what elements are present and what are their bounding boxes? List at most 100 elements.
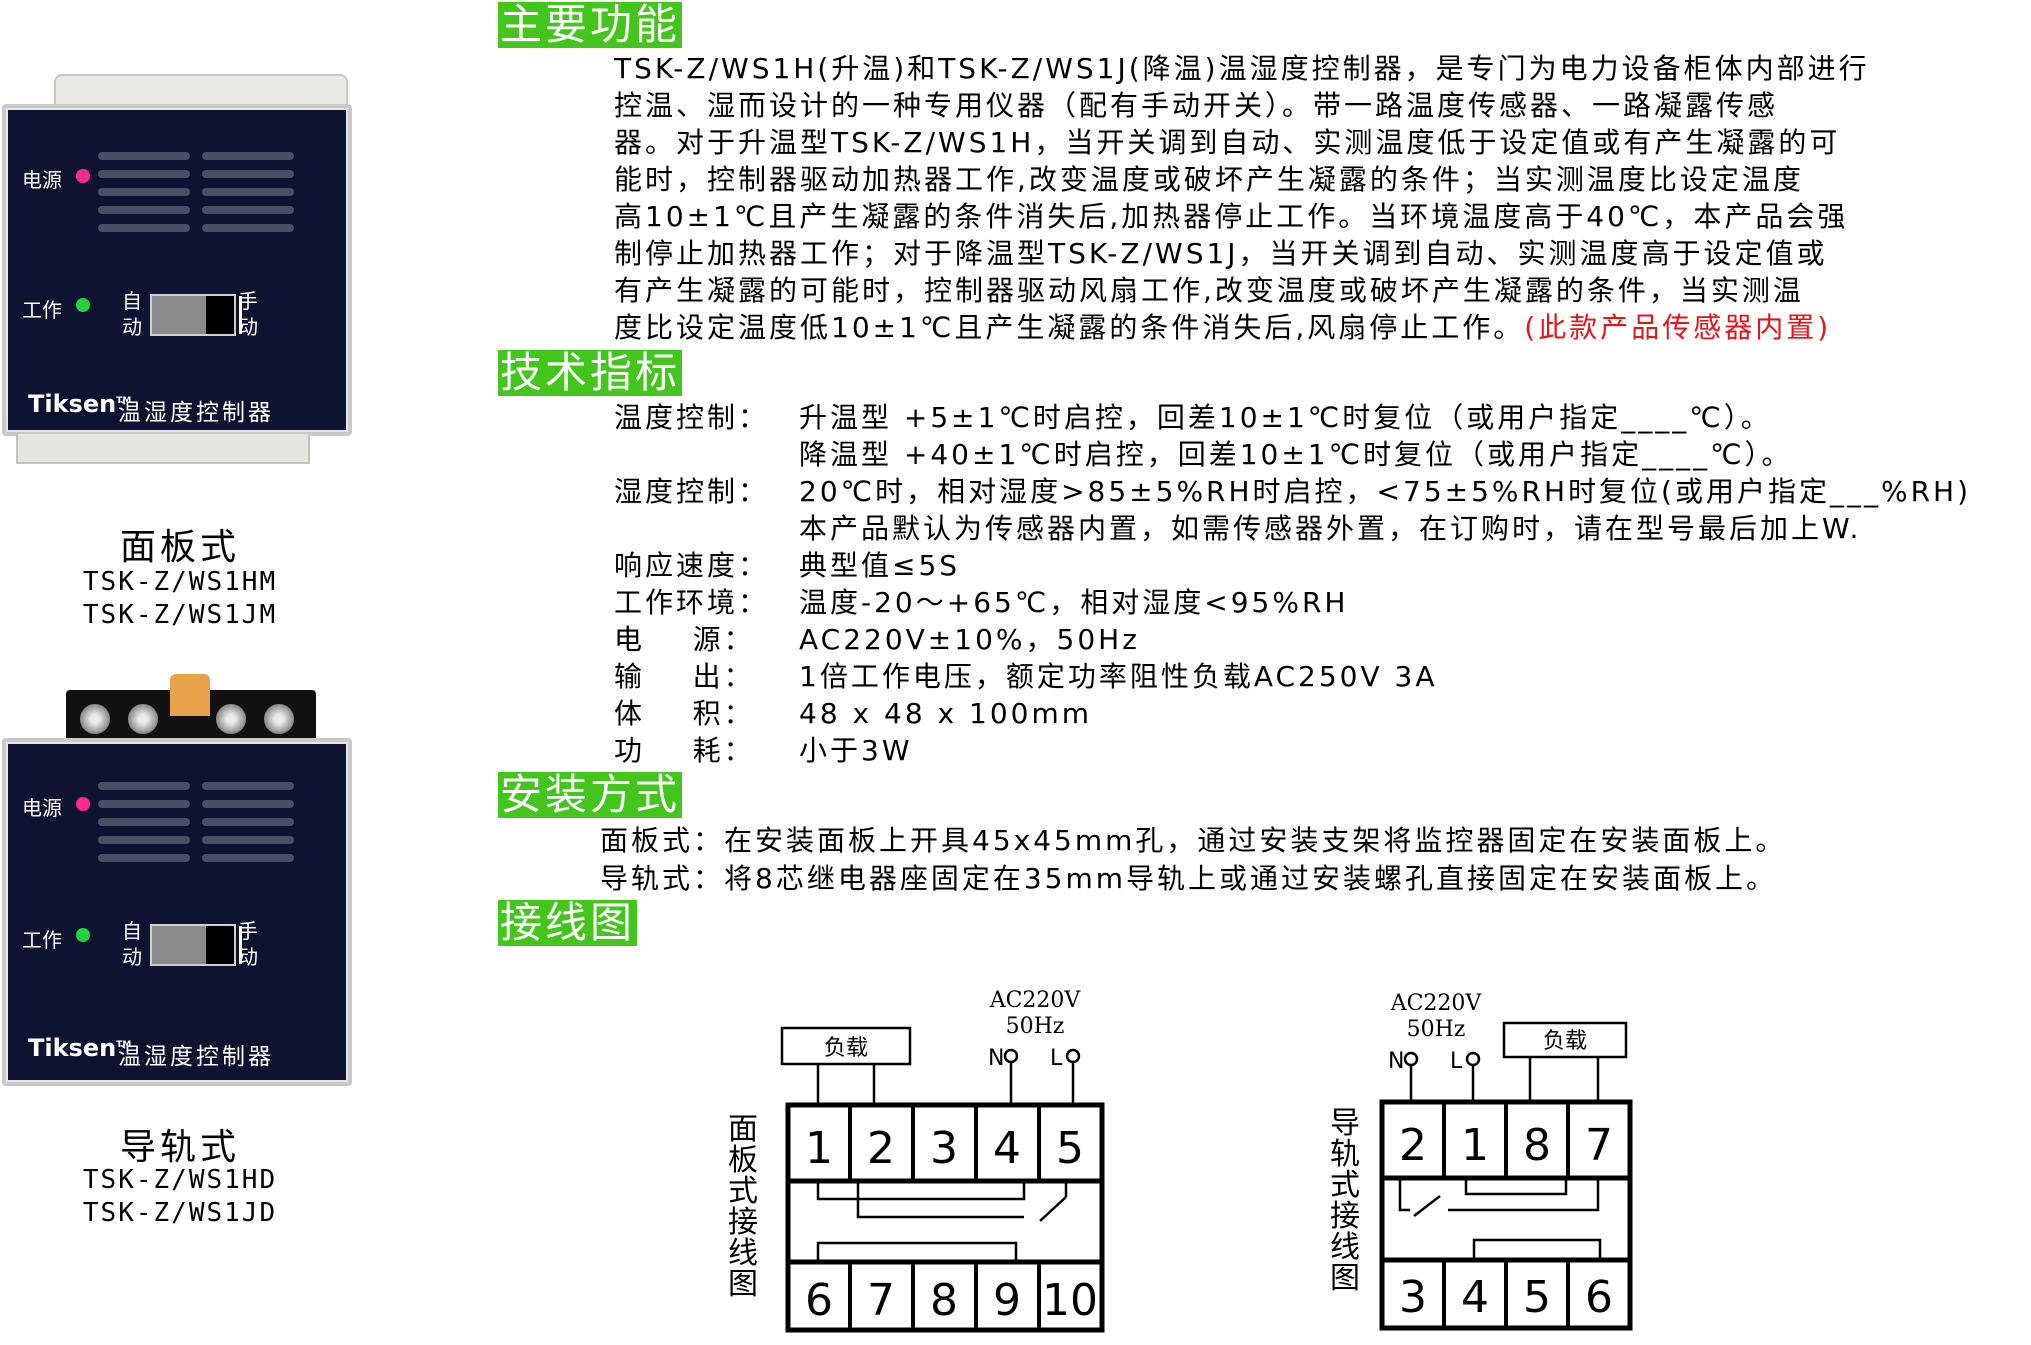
- relay-contact-line: [816, 1241, 1018, 1262]
- vent-grill-icon: [202, 224, 294, 232]
- vent-grill-icon: [202, 818, 294, 826]
- work-led-icon: [76, 928, 90, 942]
- vent-grill-icon: [98, 836, 190, 844]
- vent-grill-icon: [202, 836, 294, 844]
- spec-row: 体 积：48 x 48 x 100mm: [614, 697, 1092, 730]
- power-led-icon: [76, 169, 90, 183]
- install-line: 导轨式：将8芯继电器座固定在35mm导轨上或通过安装螺孔直接固定在安装面板上。: [600, 862, 1777, 895]
- terminal-number: 7: [1585, 1120, 1613, 1171]
- relay-contact-line: [856, 1181, 1024, 1219]
- text-line: 有产生凝露的可能时，控制器驱动风扇工作,改变温度或破坏产生凝露的条件，当实测温: [614, 274, 1804, 307]
- text-line: 器。对于升温型TSK-Z/WS1H，当开关调到自动、实测温度低于设定值或有产生凝…: [614, 126, 1841, 159]
- text-line: 制停止加热器工作；对于降温型TSK-Z/WS1J，当开关调到自动、实测温度高于设…: [614, 237, 1828, 270]
- terminal-number: 5: [1056, 1123, 1084, 1174]
- install-line: 面板式：在安装面板上开具45x45mm孔，通过安装支架将监控器固定在安装面板上。: [600, 824, 1787, 857]
- vent-grill-icon: [98, 152, 190, 160]
- vent-grill-icon: [202, 188, 294, 196]
- relay-contact-line: [1398, 1178, 1410, 1212]
- neutral-terminal-icon: [1403, 1051, 1419, 1067]
- switch-knob-icon: [206, 926, 234, 964]
- device-front-panel: 电源 工作 自动 手动 TiksenTM 温湿度控制器: [2, 104, 352, 436]
- supply-label: 50Hz: [1006, 1014, 1065, 1039]
- vent-grill-icon: [98, 206, 190, 214]
- manual-label: 手动: [238, 919, 258, 969]
- terminal-number: 8: [930, 1275, 958, 1326]
- text-line: 能时，控制器驱动加热器工作,改变温度或破坏产生凝露的条件；当实测温度比设定温度: [614, 163, 1804, 196]
- rail-type-device: 电源 工作 自动 手动 TiksenTM 温湿度控制器: [2, 674, 352, 1096]
- vent-grill-icon: [202, 170, 294, 178]
- neutral-terminal-icon: [1003, 1048, 1019, 1064]
- vent-grill-icon: [98, 854, 190, 862]
- vent-grill-icon: [98, 224, 190, 232]
- vent-grill-icon: [98, 188, 190, 196]
- vent-grill-icon: [98, 818, 190, 826]
- brand-logo: TiksenTM: [28, 1034, 132, 1062]
- terminal-number: 3: [930, 1123, 958, 1174]
- live-terminal-icon: [1065, 1048, 1081, 1064]
- text-line: 高10±1℃且产生凝露的条件消失后,加热器停止工作。当环境温度高于40℃，本产品…: [614, 200, 1849, 233]
- load-label: 负载: [1543, 1029, 1587, 1054]
- spec-row: 输 出：1倍工作电压，额定功率阻性负载AC250V 3A: [614, 660, 1438, 693]
- vent-grill-icon: [202, 782, 294, 790]
- rail-wiring-diagram: AC220V 50Hz N L 负载 2 1 8 7 3 4 5 6: [1379, 991, 1633, 1331]
- screw-icon: [264, 704, 294, 734]
- terminal-number: 4: [1461, 1272, 1489, 1323]
- terminal-number: 4: [993, 1123, 1021, 1174]
- screw-icon: [216, 704, 246, 734]
- relay-contact-line: [1472, 1238, 1602, 1260]
- load-box: [780, 1026, 912, 1066]
- brand-logo: TiksenTM: [28, 390, 132, 418]
- auto-manual-switch[interactable]: [150, 294, 242, 336]
- text-line: 控温、湿而设计的一种专用仪器（配有手动开关）。带一路温度传感器、一路凝露传感: [614, 89, 1779, 122]
- panel-wiring-label: 面 板 式 接 线 图: [728, 1112, 758, 1302]
- device-front-panel: 电源 工作 自动 手动 TiksenTM 温湿度控制器: [2, 738, 352, 1086]
- spec-row: 湿度控制：20℃时，相对湿度>85±5%RH时启控，<75±5%RH时复位(或用…: [614, 475, 1972, 508]
- screw-icon: [128, 704, 158, 734]
- power-label: 电源: [22, 168, 62, 192]
- vent-grill-icon: [202, 206, 294, 214]
- auto-manual-switch[interactable]: [150, 924, 242, 966]
- load-label: 负载: [824, 1036, 868, 1061]
- product-name: 温湿度控制器: [118, 400, 274, 426]
- power-led-icon: [76, 797, 90, 811]
- relay-switch-icon: [1413, 1195, 1441, 1217]
- terminal-number: 1: [1461, 1120, 1489, 1171]
- vent-grill-icon: [202, 854, 294, 862]
- load-box: [1502, 1021, 1628, 1059]
- auto-label: 自动: [122, 919, 142, 969]
- terminal-number: 1: [805, 1123, 833, 1174]
- screw-icon: [80, 704, 110, 734]
- terminal-number: 5: [1523, 1272, 1551, 1323]
- live-terminal-icon: [1465, 1051, 1481, 1067]
- terminal-number: 7: [867, 1275, 895, 1326]
- spec-row: 降温型 +40±1℃时启控，回差10±1℃时复位（或用户指定____℃）。: [799, 438, 1793, 471]
- panel-type-device: 电源 工作 自动 手动 TiksenTM 温湿度控制器: [2, 74, 352, 494]
- product-name: 温湿度控制器: [118, 1044, 274, 1070]
- vent-grill-icon: [98, 170, 190, 178]
- vent-grill-icon: [98, 782, 190, 790]
- terminal-block: [66, 674, 316, 746]
- neutral-label: N: [988, 1046, 1004, 1071]
- neutral-label: N: [1388, 1049, 1404, 1074]
- spec-row: 电 源：AC220V±10%，50Hz: [614, 623, 1140, 656]
- section-heading-specs: 技术指标: [498, 348, 683, 397]
- device-title: 导轨式: [119, 1127, 240, 1168]
- device-model: TSK-Z/WS1JD: [82, 1198, 278, 1228]
- terminal-number: 2: [867, 1123, 895, 1174]
- panel-wiring-diagram: AC220V 50Hz N L 负载 1 2 3 4 5 6 7 8 9 10: [780, 988, 1105, 1333]
- terminal-number: 9: [993, 1275, 1021, 1326]
- vent-grill-icon: [202, 152, 294, 160]
- terminal-number: 8: [1523, 1120, 1551, 1171]
- relay-contact-line: [1464, 1178, 1568, 1196]
- device-model: TSK-Z/WS1HM: [82, 567, 278, 597]
- function-description: TSK-Z/WS1H(升温)和TSK-Z/WS1J(降温)温湿度控制器，是专门为…: [614, 50, 2026, 346]
- work-label: 工作: [22, 298, 62, 322]
- terminal-number: 6: [1585, 1272, 1613, 1323]
- device-title: 面板式: [119, 527, 240, 568]
- switch-knob-icon: [206, 296, 234, 334]
- spec-row: 功 耗：小于3W: [614, 734, 913, 767]
- terminal-number: 2: [1399, 1120, 1427, 1171]
- terminal-number: 6: [805, 1275, 833, 1326]
- supply-label: AC220V: [1390, 991, 1483, 1016]
- vent-grill-icon: [202, 800, 294, 808]
